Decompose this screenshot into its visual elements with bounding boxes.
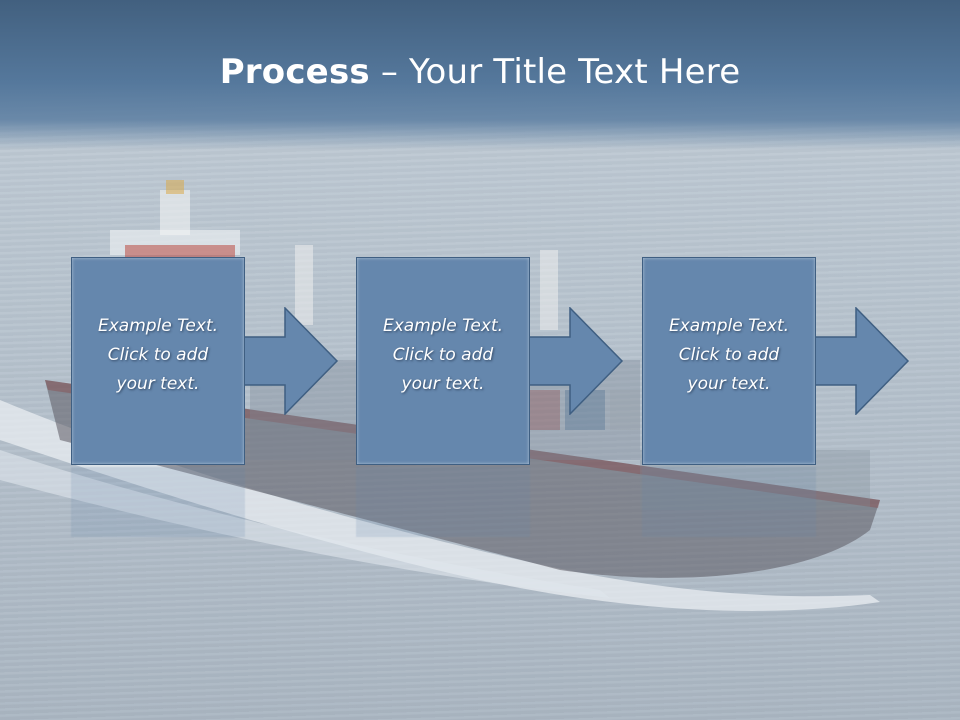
step-box	[71, 257, 245, 465]
arrow-right-icon	[243, 307, 339, 415]
step-text[interactable]: Example Text. Click to add your text.	[668, 316, 790, 394]
step-text[interactable]: Example Text. Click to add your text.	[382, 316, 504, 394]
step-box	[356, 257, 530, 465]
title-band	[0, 0, 960, 150]
title-bold: Process	[219, 52, 370, 92]
title-rest: – Your Title Text Here	[369, 52, 741, 92]
step-box	[642, 257, 816, 465]
slide-title[interactable]: Process – Your Title Text Here	[0, 52, 960, 92]
steps-reflection	[71, 467, 816, 537]
arrow-right-icon	[814, 307, 910, 415]
arrow-right-icon	[528, 307, 624, 415]
step-text[interactable]: Example Text. Click to add your text.	[97, 316, 219, 394]
